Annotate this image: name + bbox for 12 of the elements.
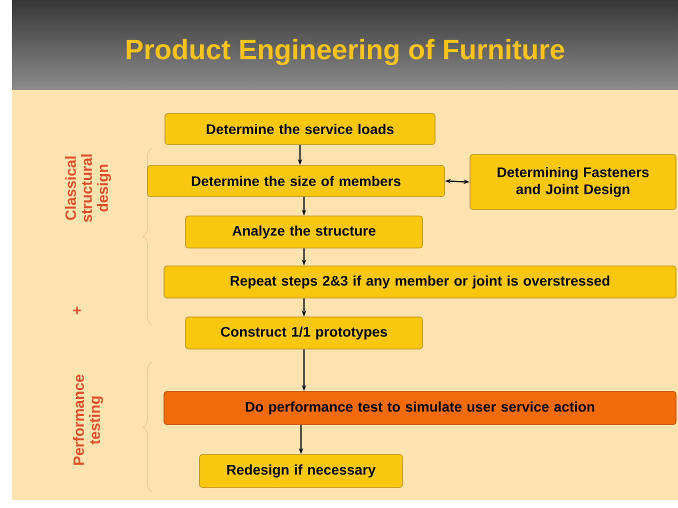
process-box: Repeat steps 2&3 if any member or joint is overstressed	[164, 266, 676, 298]
plus-sign: +	[73, 306, 81, 314]
title: Product Engineering of Furniture	[126, 38, 564, 66]
process-box: Determine the size of members	[147, 165, 445, 197]
side-label: Performance testing	[72, 374, 104, 465]
process-box: Determine the service loads	[164, 113, 436, 145]
process-box: Redesign if necessary	[199, 454, 403, 488]
process-box: Construct 1/1 prototypes	[185, 316, 423, 350]
process-box: Analyze the structure	[185, 216, 423, 248]
process-box: Do performance test to simulate user service action	[164, 391, 676, 425]
process-box: Determining Fasteners and Joint Design	[470, 154, 676, 210]
side-label: Classical structural design	[64, 154, 112, 222]
